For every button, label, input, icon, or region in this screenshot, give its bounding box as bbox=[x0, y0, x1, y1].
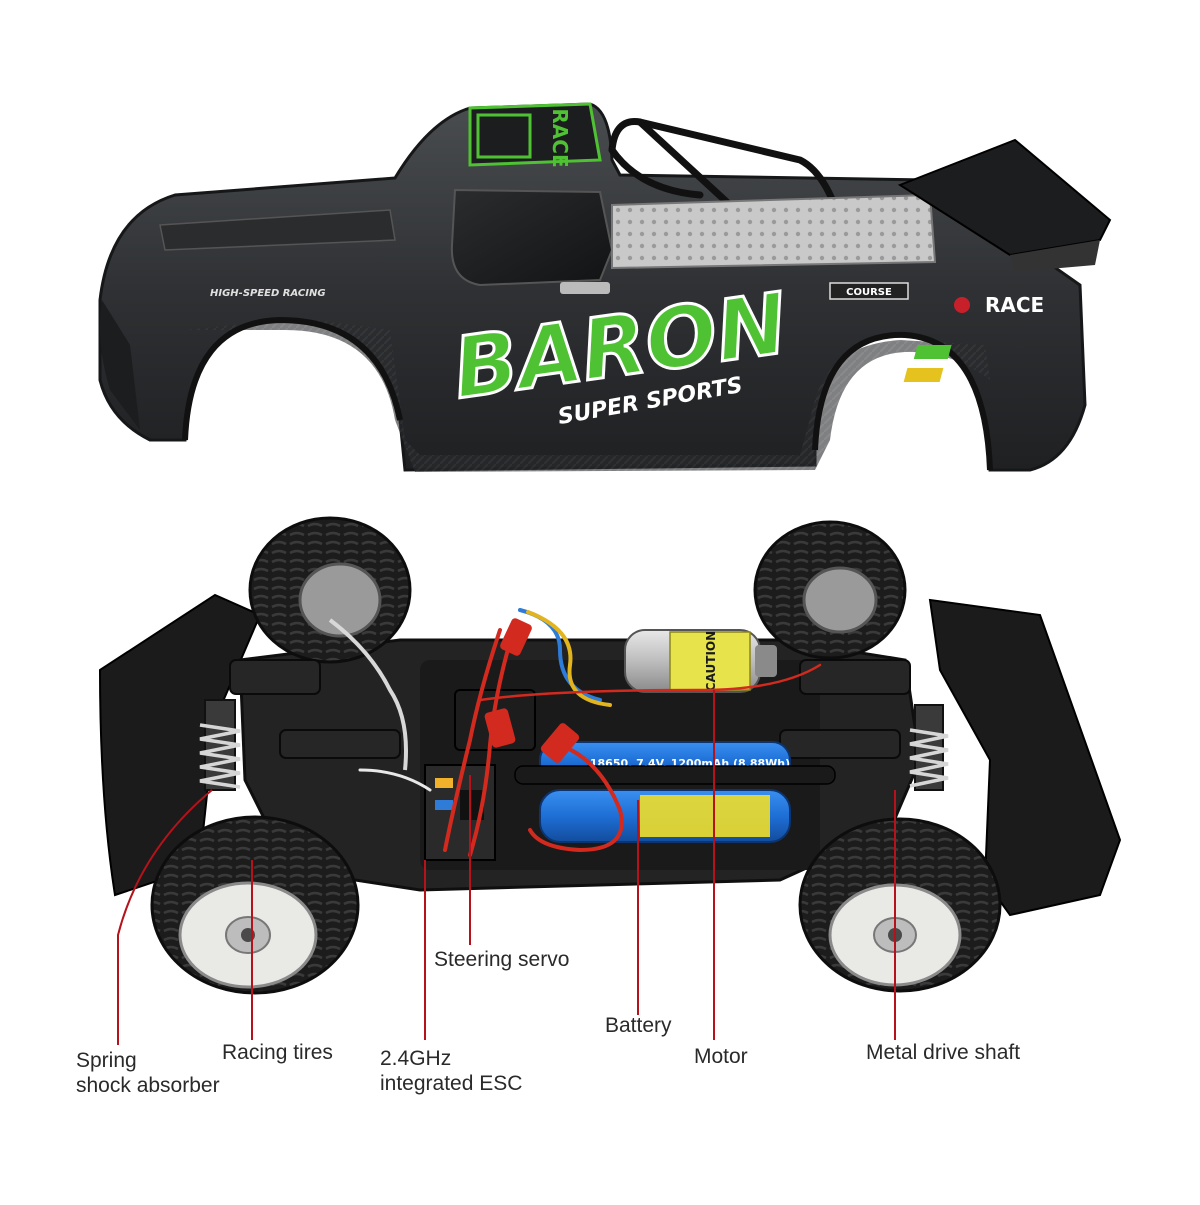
callout-label-motor: Motor bbox=[694, 1045, 748, 1068]
race-decal: RACE bbox=[985, 293, 1044, 317]
battery-pack: 18650, 7.4V, 1200mAh (8.88Wh) bbox=[514, 741, 836, 843]
tire-front-right bbox=[798, 817, 1002, 993]
callout-label-metal-drive-shaft: Metal drive shaft bbox=[866, 1041, 1021, 1064]
roof-decal-text: RACE bbox=[548, 108, 572, 167]
callout-label-spring-shock-absorber: Spring shock absorber bbox=[76, 1049, 220, 1097]
tire-front-left bbox=[150, 815, 360, 995]
wiring-harness bbox=[358, 608, 822, 857]
callout-line-spring bbox=[117, 789, 213, 1045]
motor-label: CAUTION bbox=[704, 631, 718, 691]
front-shock-absorber bbox=[199, 699, 241, 791]
tire-rear-left bbox=[248, 516, 412, 664]
high-speed-racing-decal: HIGH-SPEED RACING bbox=[210, 288, 326, 299]
roof-decal: RACE bbox=[468, 102, 602, 168]
tire-rear-right bbox=[753, 520, 907, 660]
callout-label-esc: 2.4GHz integrated ESC bbox=[380, 1047, 523, 1095]
race-logo-icon bbox=[954, 297, 970, 313]
callout-label-steering-servo: Steering servo bbox=[434, 948, 570, 971]
callout-label-battery: Battery bbox=[605, 1014, 672, 1037]
car-body-shell: RACE BARON SUPER SPORTS HIGH-SPEED RACIN… bbox=[98, 102, 1112, 472]
cab-window bbox=[450, 188, 614, 287]
rear-wing-plate bbox=[928, 598, 1122, 917]
chassis-assembly: CAUTION 18650, 7.4V, 1200mAh (8.88Wh) bbox=[98, 516, 1122, 995]
truck-bed-plate bbox=[611, 193, 937, 270]
callout-lines bbox=[117, 690, 896, 1045]
rear-wing bbox=[897, 138, 1112, 272]
course-decal: COURSE bbox=[846, 287, 892, 298]
callout-label-racing-tires: Racing tires bbox=[222, 1041, 333, 1064]
motor: CAUTION bbox=[624, 629, 777, 693]
rear-shock-absorber bbox=[909, 704, 949, 791]
